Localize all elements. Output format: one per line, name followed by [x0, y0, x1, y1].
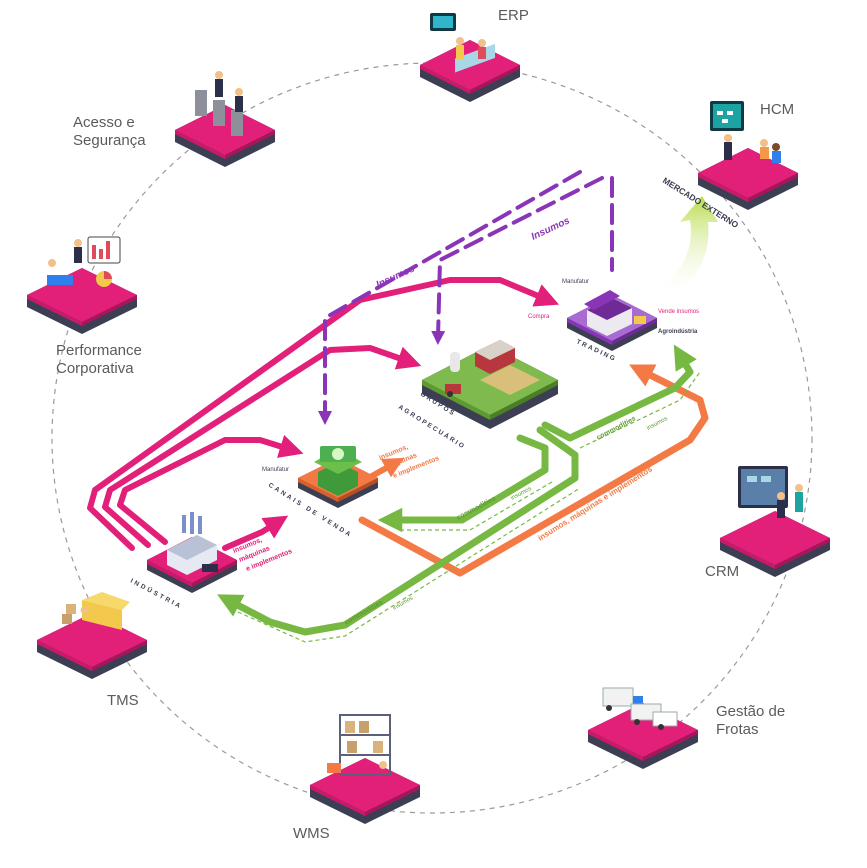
orange-arrow-canais-grupos	[369, 457, 405, 479]
acesso-label-line2: Segurança	[73, 132, 146, 149]
wms-platform	[310, 714, 420, 824]
green-flows	[217, 344, 697, 636]
green-arrow-grupos-trading	[541, 344, 697, 442]
crm-label: CRM	[705, 563, 739, 581]
acesso-platform	[175, 71, 275, 167]
erp-platform	[420, 13, 520, 102]
grupos-node	[422, 340, 558, 429]
gestao-label: Gestão de Frotas	[716, 703, 785, 739]
gestao-label-line2: Frotas	[716, 721, 759, 738]
trading-right-label: Vende insumos	[658, 309, 699, 315]
acesso-label: Acesso e Segurança	[73, 114, 146, 150]
trading-top-label: Manufatur	[562, 279, 589, 285]
green-arrow-grupos-canais	[377, 434, 549, 533]
performance-label-line2: Corporativa	[56, 360, 134, 377]
erp-label-text: ERP	[498, 7, 529, 24]
purple-flows	[318, 170, 614, 425]
long-orange-label: insumos, máquinas e implementos	[536, 464, 654, 542]
insumos-green-label-3: insumos	[646, 416, 669, 432]
wms-label-text: WMS	[293, 825, 330, 842]
trading-left-label: Compra	[528, 314, 550, 320]
purple-arrow-canais	[318, 170, 582, 425]
performance-label-line1: Performance	[56, 342, 142, 359]
frotas-platform	[588, 687, 698, 769]
industria-node	[147, 512, 237, 593]
magenta-arrow-canais	[117, 434, 304, 545]
commodities-label-2: commodities	[344, 599, 385, 627]
wms-label: WMS	[293, 825, 330, 843]
crm-platform	[720, 466, 830, 577]
magenta-arrow-industria-canais	[222, 515, 289, 551]
crm-label-text: CRM	[705, 563, 740, 580]
ecosystem-ring	[51, 62, 813, 814]
canais-node	[298, 446, 378, 508]
trading-bottom-label: Agroindústria	[658, 329, 698, 335]
mercado-externo-arrow	[650, 196, 718, 300]
canais-small-label: Manufatur	[262, 467, 289, 473]
magenta-arrow-grupos	[102, 345, 422, 548]
gestao-label-line1: Gestão de	[716, 703, 786, 720]
performance-label: Performance Corporativa	[56, 342, 142, 378]
performance-platform	[27, 236, 137, 334]
tms-label-text: TMS	[107, 692, 139, 709]
acesso-label-line1: Acesso e	[73, 114, 135, 131]
green-arrow-trading-industria	[217, 426, 579, 636]
green-thin-flows	[237, 371, 701, 643]
tms-platform	[37, 592, 147, 679]
hcm-label-text: HCM	[760, 101, 795, 118]
erp-label: ERP	[498, 7, 529, 25]
hcm-platform	[698, 101, 798, 210]
purple-arrow-grupos	[431, 176, 604, 345]
insumos-flow-label-b: Insumos	[530, 215, 572, 243]
trading-node	[567, 290, 657, 351]
tms-label: TMS	[107, 692, 139, 710]
hcm-label: HCM	[760, 101, 794, 119]
insumos-green-label-2: insumos	[392, 595, 414, 611]
